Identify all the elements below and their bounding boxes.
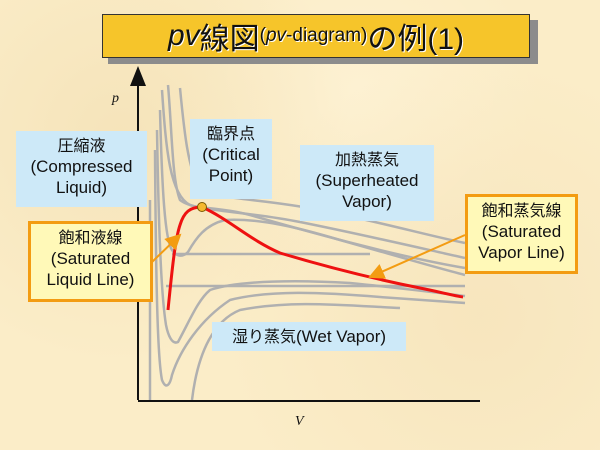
saturated-vapor-en2: Vapor Line): [478, 243, 565, 262]
v-axis-label: V: [295, 414, 304, 429]
superheated-vapor-label: 加熱蒸気 (Superheated Vapor): [300, 145, 434, 221]
critical-point-en1: (Critical: [202, 145, 260, 164]
saturated-liquid-en1: (Saturated: [50, 249, 131, 268]
title-senzu: 線図: [199, 23, 260, 56]
title-pv: pv: [167, 19, 200, 52]
superheated-vapor-en1: (Superheated: [315, 171, 419, 190]
saturated-vapor-line-label: 飽和蒸気線 (Saturated Vapor Line): [465, 194, 578, 274]
title-diagram: -diagram): [286, 25, 368, 46]
superheated-vapor-jp: 加熱蒸気: [334, 150, 399, 169]
title-example: の例(1): [367, 23, 465, 56]
p-axis-label: p: [112, 91, 119, 106]
saturated-liquid-line: [166, 205, 203, 311]
critical-point-marker: [197, 202, 207, 212]
critical-point-label: 臨界点 (Critical Point): [190, 119, 272, 199]
slide-title: pv 線図 ( pv -diagram) の例(1): [102, 14, 530, 58]
saturated-liquid-en2: Liquid Line): [46, 270, 135, 289]
wet-vapor-label: 湿り蒸気(Wet Vapor): [212, 322, 406, 351]
wet-vapor-en: (Wet Vapor): [295, 327, 387, 346]
isotherm-7: [190, 302, 401, 401]
saturated-vapor-line: [201, 205, 464, 299]
isotherm-5: [153, 149, 466, 387]
saturated-vapor-arrow: [368, 234, 466, 279]
saturated-liquid-arrow: [151, 233, 182, 263]
compressed-liquid-label: 圧縮液 (Compressed Liquid): [16, 131, 147, 207]
compressed-liquid-en2: Liquid): [55, 178, 108, 197]
superheated-vapor-en2: Vapor): [342, 192, 392, 211]
compressed-liquid-en1: (Compressed: [30, 157, 133, 176]
saturated-vapor-en1: (Saturated: [481, 222, 562, 241]
title-paren-open: (: [259, 25, 266, 46]
compressed-liquid-jp: 圧縮液: [57, 136, 106, 155]
saturated-liquid-line-label: 飽和液線 (Saturated Liquid Line): [28, 221, 153, 302]
critical-point-en2: Point): [208, 166, 254, 185]
saturated-liquid-jp: 飽和液線: [58, 228, 123, 247]
wet-vapor-jp: 湿り蒸気: [231, 327, 296, 346]
critical-point-jp: 臨界点: [206, 124, 255, 143]
isotherm-critical: [160, 89, 466, 270]
saturated-vapor-jp: 飽和蒸気線: [481, 201, 562, 220]
isotherm-2: [178, 87, 466, 245]
title-pv-small: pv: [265, 25, 287, 46]
